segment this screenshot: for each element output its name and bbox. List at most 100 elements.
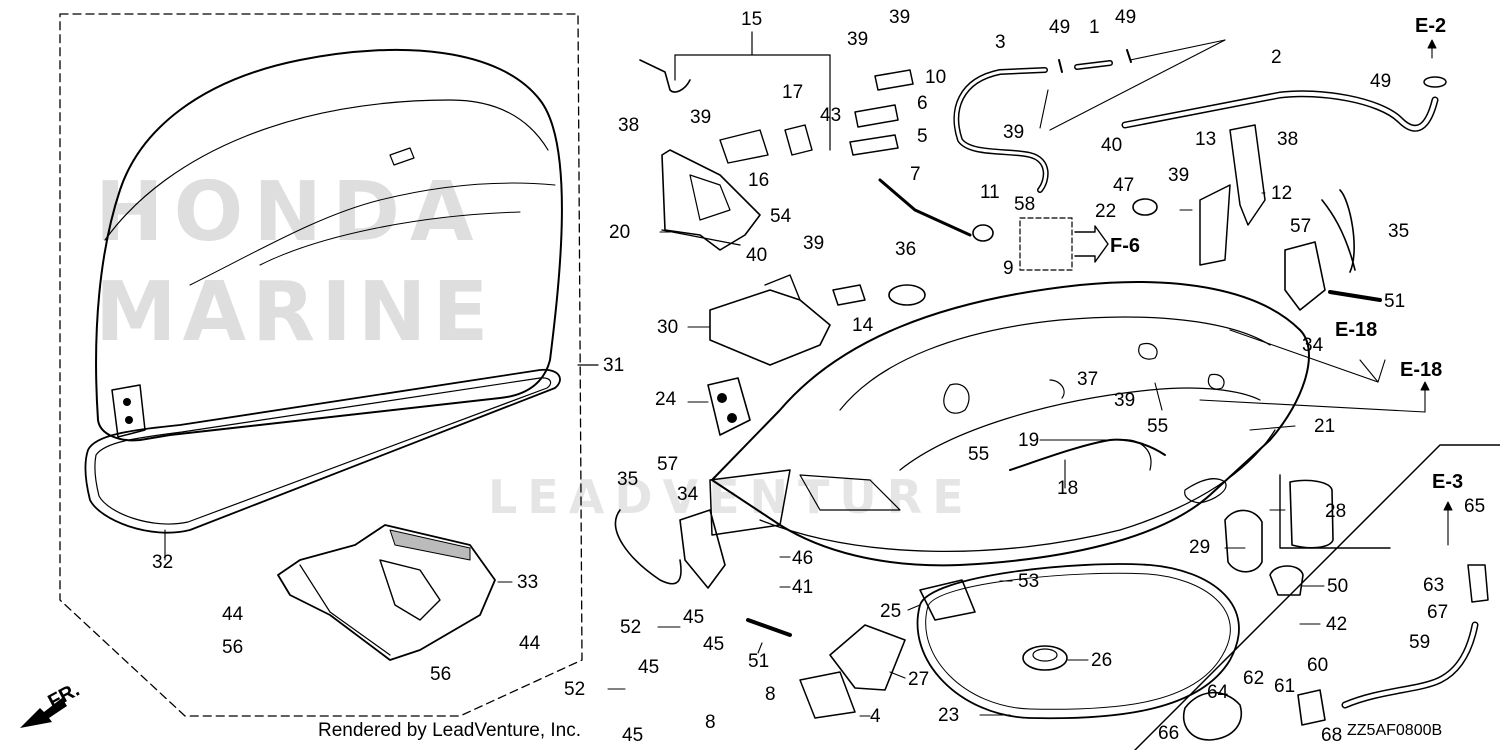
callout-40: 40 [746,245,768,266]
part-4 [799,671,856,719]
plate-10 [874,69,914,91]
front-arrow-icon [20,698,67,728]
harness-19 [1009,438,1166,471]
lever-7 [878,178,972,237]
callout-60: 60 [1307,655,1329,676]
callout-18: 18 [1057,478,1079,499]
bulb-64 [1183,691,1242,741]
leader-lines [164,39,1449,717]
callout-39: 39 [847,29,869,50]
callout-10: 10 [925,67,947,88]
callout-59: 59 [1409,632,1431,653]
ref-e18-b: E-18 [1400,359,1443,381]
grommet-36 [888,284,926,306]
callout-3: 3 [995,32,1006,53]
callout-8: 8 [705,712,716,733]
callout-31: 31 [603,355,625,376]
grommet-22 [1132,198,1158,216]
callout-15: 15 [741,9,763,30]
bolt-51b [746,618,792,637]
gasket-23 [916,563,1240,720]
callout-57: 57 [657,454,679,475]
ref-e2: E-2 [1415,15,1447,37]
callout-39: 39 [889,7,911,28]
callout-33: 33 [517,572,539,593]
cable-15 [639,59,691,93]
callout-4: 4 [870,706,881,727]
callout-38: 38 [618,115,640,136]
footer-credit: Rendered by LeadVenture, Inc. [318,720,582,741]
callout-54: 54 [770,206,792,227]
cover-group-frame [59,13,583,717]
callout-68: 68 [1321,725,1343,746]
callout-39: 39 [1003,122,1025,143]
bracket-30 [709,274,831,366]
callout-38: 38 [1277,129,1299,150]
callout-5: 5 [917,126,928,147]
callout-55: 55 [968,444,990,465]
callout-34: 34 [677,484,699,505]
callout-29: 29 [1189,537,1211,558]
callout-58: 58 [1014,194,1036,215]
ref-e18-a: E-18 [1335,319,1378,341]
bolt-51a [1328,290,1382,302]
callout-44: 44 [222,604,244,625]
seal-32 [84,368,561,534]
ref-f6: F-6 [1110,235,1140,257]
callout-12: 12 [1271,183,1293,204]
bracket-12 [1229,124,1266,226]
callout-41: 41 [792,577,814,598]
bracket-13 [1199,184,1231,266]
callout-46: 46 [792,548,814,569]
callout-37: 37 [1077,369,1099,390]
hinge-34b [679,509,726,589]
callout-24: 24 [655,389,677,410]
callout-53: 53 [1018,571,1040,592]
hinge-34a [1284,241,1326,311]
callout-39: 39 [803,233,825,254]
callout-64: 64 [1207,682,1229,703]
callout-45: 45 [622,725,644,746]
callout-13: 13 [1195,129,1217,150]
callout-17: 17 [782,82,804,103]
callout-19: 19 [1018,430,1040,451]
f6-detail-box [1019,217,1073,271]
callout-47: 47 [1113,175,1135,196]
callout-25: 25 [880,601,902,622]
plate-6 [854,104,899,128]
callout-52: 52 [620,617,642,638]
pad-27 [829,624,906,691]
grommet-26 [1022,645,1068,671]
plate-5 [849,134,899,156]
grommet-25 [919,579,976,621]
callout-56: 56 [222,637,244,658]
callout-61: 61 [1274,676,1296,697]
callout-39: 39 [690,107,712,128]
callout-49: 49 [1049,17,1071,38]
callout-14: 14 [852,315,874,336]
callout-16: 16 [748,170,770,191]
callout-7: 7 [910,164,921,185]
callout-35: 35 [1388,221,1410,242]
callout-57: 57 [1290,216,1312,237]
watermark-leadventure: LEADVENTURE [488,470,974,524]
callout-43: 43 [820,105,842,126]
callout-32: 32 [152,552,174,573]
callout-28: 28 [1325,501,1347,522]
clamp-16 [719,129,769,164]
callout-27: 27 [908,669,930,690]
watermark-marine: MARINE [95,265,495,360]
callout-8: 8 [765,684,776,705]
callout-30: 30 [657,317,679,338]
connector-63 [1467,564,1489,603]
callout-2: 2 [1271,47,1282,68]
wire-35b [614,509,682,585]
callout-55: 55 [1147,416,1169,437]
grommet-9 [972,224,994,242]
callout-49: 49 [1115,7,1137,28]
callout-21: 21 [1314,416,1336,437]
callout-9: 9 [1003,258,1014,279]
cap-28 [1289,479,1334,549]
wire-35a [1321,189,1356,273]
